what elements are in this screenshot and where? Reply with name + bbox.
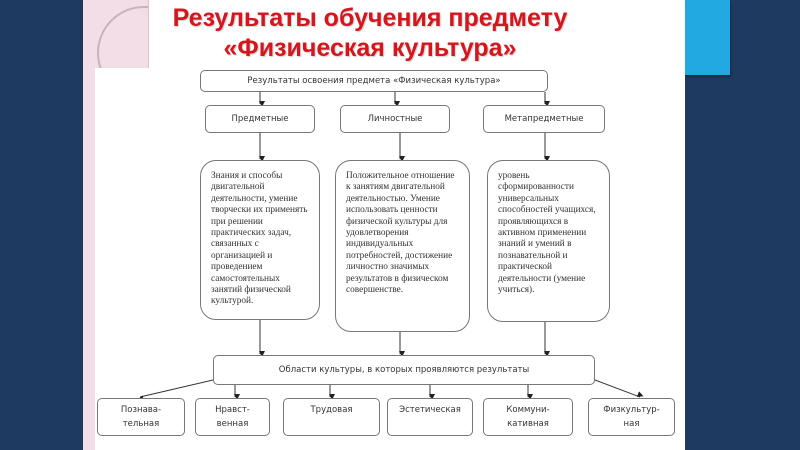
slide-title-line1: Результаты обучения предмету [172,4,568,32]
description-personal: Положительное отношение к занятиям двига… [335,160,470,332]
area-physical: Физкультур- ная [588,398,675,436]
description-meta: уровень сформированности универсальных с… [487,160,610,322]
root-box: Результаты освоения предмета «Физическая… [200,70,548,92]
area-communicative: Коммуни- кативная [483,398,573,436]
category-meta: Метапредметные [483,105,605,133]
category-subject: Предметные [205,105,315,133]
slide-title-line2: «Физическая культура» [223,34,517,62]
area-moral: Нравст- венная [195,398,270,436]
accent-block [685,0,730,75]
area-cognitive: Познава- тельная [97,398,185,436]
category-personal: Личностные [340,105,450,133]
description-subject: Знания и способы двигательной деятельнос… [200,160,320,320]
decorative-strip [83,0,97,450]
area-labor: Трудовая [283,398,380,436]
area-aesthetic: Эстетическая [387,398,473,436]
areas-title-box: Области культуры, в которых проявляются … [213,355,595,385]
decorative-corner [83,0,149,68]
